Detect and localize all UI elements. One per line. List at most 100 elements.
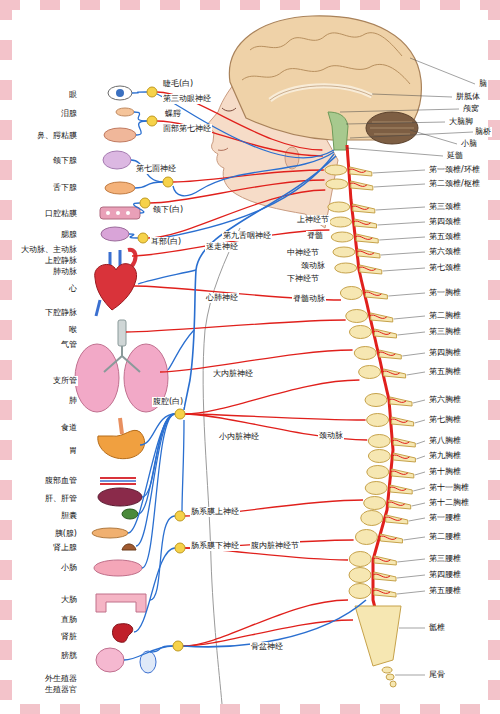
vertebra-body bbox=[364, 497, 386, 510]
parasympathetic-nerve bbox=[124, 646, 173, 660]
part-label: 第三动眼神经 bbox=[162, 94, 212, 103]
part-label: 骶椎 bbox=[428, 623, 446, 632]
leader-line bbox=[415, 472, 425, 475]
brain bbox=[370, 122, 414, 134]
spinous-process bbox=[358, 249, 380, 258]
spinal-branch bbox=[391, 471, 408, 474]
leader-line bbox=[413, 488, 425, 491]
spinous-process bbox=[392, 417, 414, 426]
organ-illustrations bbox=[95, 264, 137, 310]
part-label: 第六胸椎 bbox=[428, 395, 462, 404]
part-label: 第三腰椎 bbox=[428, 554, 462, 563]
leader-line bbox=[388, 293, 425, 296]
spinous-process bbox=[390, 485, 412, 494]
leader-line bbox=[397, 559, 425, 562]
part-label: 腮腺 bbox=[60, 230, 78, 239]
part-label: 腹腔(白) bbox=[152, 397, 184, 406]
spinal-branch bbox=[373, 574, 390, 577]
leader-line bbox=[407, 372, 425, 375]
coccyx bbox=[382, 667, 392, 673]
spinal-branch bbox=[378, 352, 395, 355]
spinal-branch bbox=[354, 221, 371, 224]
vertebra-body bbox=[365, 394, 387, 407]
vertebra-body bbox=[335, 263, 357, 273]
part-label: 第四颈椎 bbox=[428, 217, 462, 226]
ganglion bbox=[140, 198, 150, 208]
leader-line bbox=[416, 441, 425, 444]
part-label: 第七颈椎 bbox=[428, 263, 462, 272]
leader-line bbox=[416, 456, 425, 459]
leader-line bbox=[410, 58, 475, 84]
sympathetic-nerve bbox=[183, 600, 348, 646]
organ-illustrations bbox=[116, 211, 120, 215]
leader-line bbox=[383, 268, 425, 271]
part-label: 膀胱 bbox=[60, 651, 78, 660]
brain bbox=[270, 86, 372, 100]
leader-line bbox=[413, 400, 425, 403]
organ-illustrations bbox=[96, 648, 124, 672]
part-label: 第七面神经 bbox=[135, 164, 177, 173]
vertebra-body bbox=[368, 450, 390, 463]
part-label: 直肠 bbox=[60, 615, 78, 624]
organ-illustrations bbox=[94, 560, 142, 576]
spinous-process bbox=[380, 534, 402, 543]
part-label: 大脑脚 bbox=[448, 117, 474, 126]
part-label: 第九胸椎 bbox=[428, 451, 462, 460]
spinous-process bbox=[350, 167, 372, 176]
part-label: 第四胸椎 bbox=[428, 348, 462, 357]
spinous-process bbox=[384, 369, 406, 378]
spinal-branch bbox=[379, 536, 396, 539]
vertebra-body bbox=[340, 287, 362, 300]
vertebra-body bbox=[354, 347, 376, 360]
parasympathetic-nerve bbox=[150, 154, 334, 240]
part-label: 第七胸椎 bbox=[428, 415, 462, 424]
vertebra-body bbox=[349, 326, 371, 339]
vertebra-body bbox=[331, 232, 353, 242]
vertebra-body bbox=[368, 435, 390, 448]
part-label: 第五胸椎 bbox=[428, 367, 462, 376]
spinal-branch bbox=[392, 455, 409, 458]
part-label: 第五颈椎 bbox=[428, 232, 462, 241]
spinal-branch bbox=[359, 267, 376, 270]
organ-illustrations bbox=[113, 624, 133, 643]
parasympathetic-nerve bbox=[129, 234, 138, 238]
part-label: 生殖器官 bbox=[44, 685, 78, 694]
organ-illustrations bbox=[98, 430, 145, 458]
spinal-branch bbox=[373, 558, 390, 561]
frame bbox=[12, 10, 488, 704]
leader-line bbox=[374, 184, 425, 187]
sympathetic-nerve bbox=[173, 170, 324, 182]
spinal-branch bbox=[364, 292, 381, 295]
vertebra-body bbox=[361, 511, 383, 526]
parasympathetic-nerve bbox=[142, 414, 175, 568]
part-label: 第二腰椎 bbox=[428, 532, 462, 541]
vertebra-body bbox=[328, 202, 350, 212]
spinous-process bbox=[379, 350, 401, 359]
part-label: 腹内脏神经节 bbox=[250, 541, 300, 550]
leader-line bbox=[403, 537, 425, 540]
spinal-branch bbox=[370, 315, 387, 318]
vertebra-body bbox=[367, 466, 389, 479]
vagus-nerve bbox=[184, 156, 336, 410]
spinous-process bbox=[393, 453, 415, 462]
spinous-process bbox=[374, 572, 396, 581]
part-label: 肾上腺 bbox=[52, 543, 78, 552]
spinal-branch bbox=[383, 371, 400, 374]
part-label: 第一腰椎 bbox=[428, 513, 462, 522]
part-label: 眼 bbox=[68, 90, 78, 99]
part-label: 第十二胸椎 bbox=[428, 498, 470, 507]
vertebra-body bbox=[355, 530, 377, 545]
spinal-branch bbox=[373, 331, 390, 334]
part-label: 大肠 bbox=[60, 595, 78, 604]
parasympathetic-nerve bbox=[150, 646, 173, 652]
spinous-process bbox=[355, 219, 377, 228]
part-label: 中神经节 bbox=[286, 248, 320, 257]
face bbox=[222, 108, 236, 111]
vertebra-body bbox=[359, 366, 381, 379]
part-label: 蝶腭 bbox=[164, 109, 182, 118]
leader-line bbox=[409, 518, 425, 521]
organ-illustrations bbox=[98, 488, 142, 506]
